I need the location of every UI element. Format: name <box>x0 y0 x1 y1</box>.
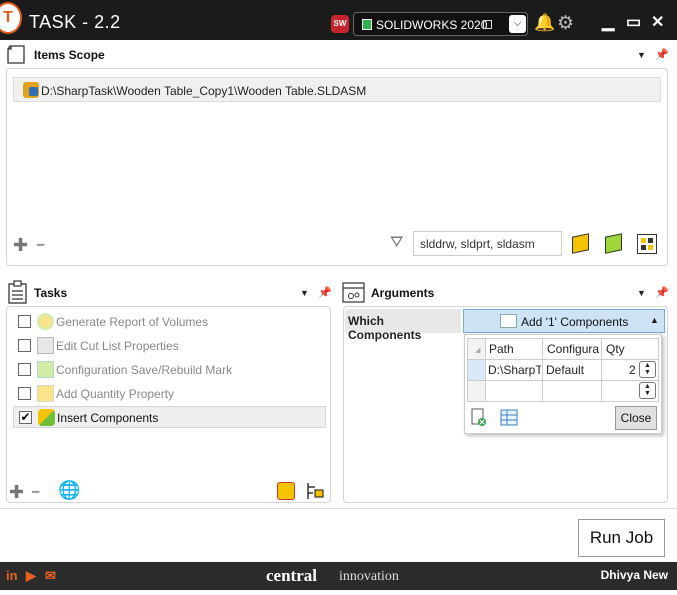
items-scope-title: Items Scope <box>34 48 105 62</box>
browse-layout-button[interactable] <box>633 230 661 257</box>
which-components-label: Which Components <box>345 309 461 342</box>
task-label: Edit Cut List Properties <box>56 339 179 353</box>
maximize-button[interactable]: ▭ <box>626 14 642 31</box>
tasks-title: Tasks <box>34 286 68 300</box>
quantity-icon <box>37 385 54 402</box>
run-job-button[interactable]: Run Job <box>578 519 665 557</box>
window-icon <box>483 20 492 29</box>
clipboard-icon <box>8 280 27 304</box>
task-item-generate-report[interactable]: Generate Report of Volumes <box>13 311 326 333</box>
pin-icon[interactable]: 📌 <box>318 287 332 299</box>
app-title: TASK - 2.2 <box>29 12 121 32</box>
pin-icon[interactable]: 📌 <box>655 287 669 299</box>
arguments-title: Arguments <box>371 286 435 300</box>
add-parts-button[interactable] <box>567 230 595 257</box>
edit-grid-icon[interactable] <box>498 408 520 428</box>
add-assemblies-button[interactable] <box>600 230 628 257</box>
panel-menu-caret-icon[interactable]: ▼ <box>637 50 646 60</box>
task-checkbox[interactable]: ✔ <box>19 410 32 424</box>
configuration-icon <box>37 361 54 378</box>
status-green-icon <box>362 19 372 30</box>
grid-header-qty[interactable]: Qty <box>606 342 625 356</box>
row-selector[interactable] <box>468 360 485 380</box>
footer-bar <box>0 562 677 590</box>
task-item-add-quantity[interactable]: Add Quantity Property <box>13 383 326 405</box>
chevron-up-icon[interactable]: ▲ <box>650 315 659 325</box>
qty-spinner[interactable]: ▲▼ <box>639 361 656 378</box>
brand-logo-sub: innovation <box>339 569 399 584</box>
chevron-down-icon[interactable]: ⌵ <box>509 15 526 33</box>
add-task-button[interactable]: ✚ <box>9 482 25 502</box>
youtube-icon[interactable]: ▶ <box>26 568 36 583</box>
pin-icon[interactable]: 📌 <box>655 49 669 61</box>
app-logo-icon: T <box>0 2 22 34</box>
tasks-list[interactable] <box>6 306 331 503</box>
task-label: Insert Components <box>57 411 159 425</box>
solidworks-badge-icon: SW <box>331 15 349 33</box>
cad-version-select[interactable]: SOLIDWORKS 2020 ⌵ <box>353 12 528 36</box>
add-components-dropdown[interactable]: Add '1' Components ▲ <box>463 309 665 333</box>
brand-logo-main: central <box>266 566 317 585</box>
task-checkbox[interactable] <box>18 363 31 376</box>
grid-cell-qty[interactable]: 2 <box>629 363 636 377</box>
file-type-filter-input[interactable] <box>413 231 562 256</box>
add-item-button[interactable]: ✚ <box>13 235 29 255</box>
task-label: Configuration Save/Rebuild Mark <box>56 363 233 377</box>
remove-item-button[interactable]: ━ <box>37 238 45 252</box>
task-item-edit-cut-list[interactable]: Edit Cut List Properties <box>13 335 326 357</box>
layout-grid-icon <box>637 234 657 254</box>
panel-menu-caret-icon[interactable]: ▼ <box>300 288 309 298</box>
task-settings-icon[interactable] <box>305 481 325 501</box>
user-name[interactable]: Dhivya New <box>600 568 668 582</box>
task-checkbox[interactable] <box>18 339 31 352</box>
grid-cell-configuration[interactable]: Default <box>546 363 585 377</box>
qty-spinner-new-row[interactable]: ▲▼ <box>639 382 656 399</box>
document-icon <box>7 45 25 64</box>
components-grid[interactable] <box>467 338 659 402</box>
grid-header-path[interactable]: Path <box>489 342 514 356</box>
assembly-icon <box>23 82 39 98</box>
task-checkbox[interactable] <box>18 315 31 328</box>
bell-icon[interactable]: 🔔 <box>534 13 556 32</box>
item-path: D:\SharpTask\Wooden Table_Copy1\Wooden T… <box>41 84 367 98</box>
web-tasks-icon[interactable] <box>277 482 295 500</box>
table-icon <box>500 314 517 328</box>
email-icon[interactable]: ✉ <box>45 568 56 583</box>
panel-menu-caret-icon[interactable]: ▼ <box>637 288 646 298</box>
task-label: Generate Report of Volumes <box>56 315 209 329</box>
remove-task-button[interactable]: ━ <box>32 485 40 499</box>
close-window-button[interactable]: ✕ <box>651 14 665 31</box>
insert-components-icon <box>38 409 55 426</box>
select-all-corner-icon[interactable]: ◢ <box>475 347 481 354</box>
filter-icon: ⛛ <box>390 234 404 251</box>
linkedin-icon[interactable]: in <box>6 568 18 583</box>
task-checkbox[interactable] <box>18 387 31 400</box>
grid-cell-path[interactable]: D:\SharpTa <box>488 363 541 377</box>
task-item-configuration-save[interactable]: Configuration Save/Rebuild Mark <box>13 359 326 381</box>
minimize-button[interactable]: ▁ <box>602 14 615 31</box>
add-components-label: Add '1' Components <box>521 315 629 329</box>
cut-list-icon <box>37 337 54 354</box>
task-item-insert-components[interactable]: ✔ Insert Components <box>13 406 326 428</box>
part-icon <box>572 233 589 254</box>
grid-header-configuration[interactable]: Configura <box>547 342 599 356</box>
remove-row-icon[interactable] <box>469 408 489 428</box>
cad-version-label: SOLIDWORKS 2020 <box>376 18 488 32</box>
globe-icon[interactable]: 🌐 <box>58 480 81 500</box>
gear-icon[interactable]: ⚙ <box>557 13 575 34</box>
divider <box>0 508 677 509</box>
task-label: Add Quantity Property <box>56 387 175 401</box>
list-item[interactable]: D:\SharpTask\Wooden Table_Copy1\Wooden T… <box>13 77 661 102</box>
assembly-cube-icon <box>605 233 622 254</box>
arguments-window-icon <box>342 282 365 303</box>
close-popup-button[interactable]: Close <box>615 406 657 430</box>
report-icon <box>37 313 54 330</box>
